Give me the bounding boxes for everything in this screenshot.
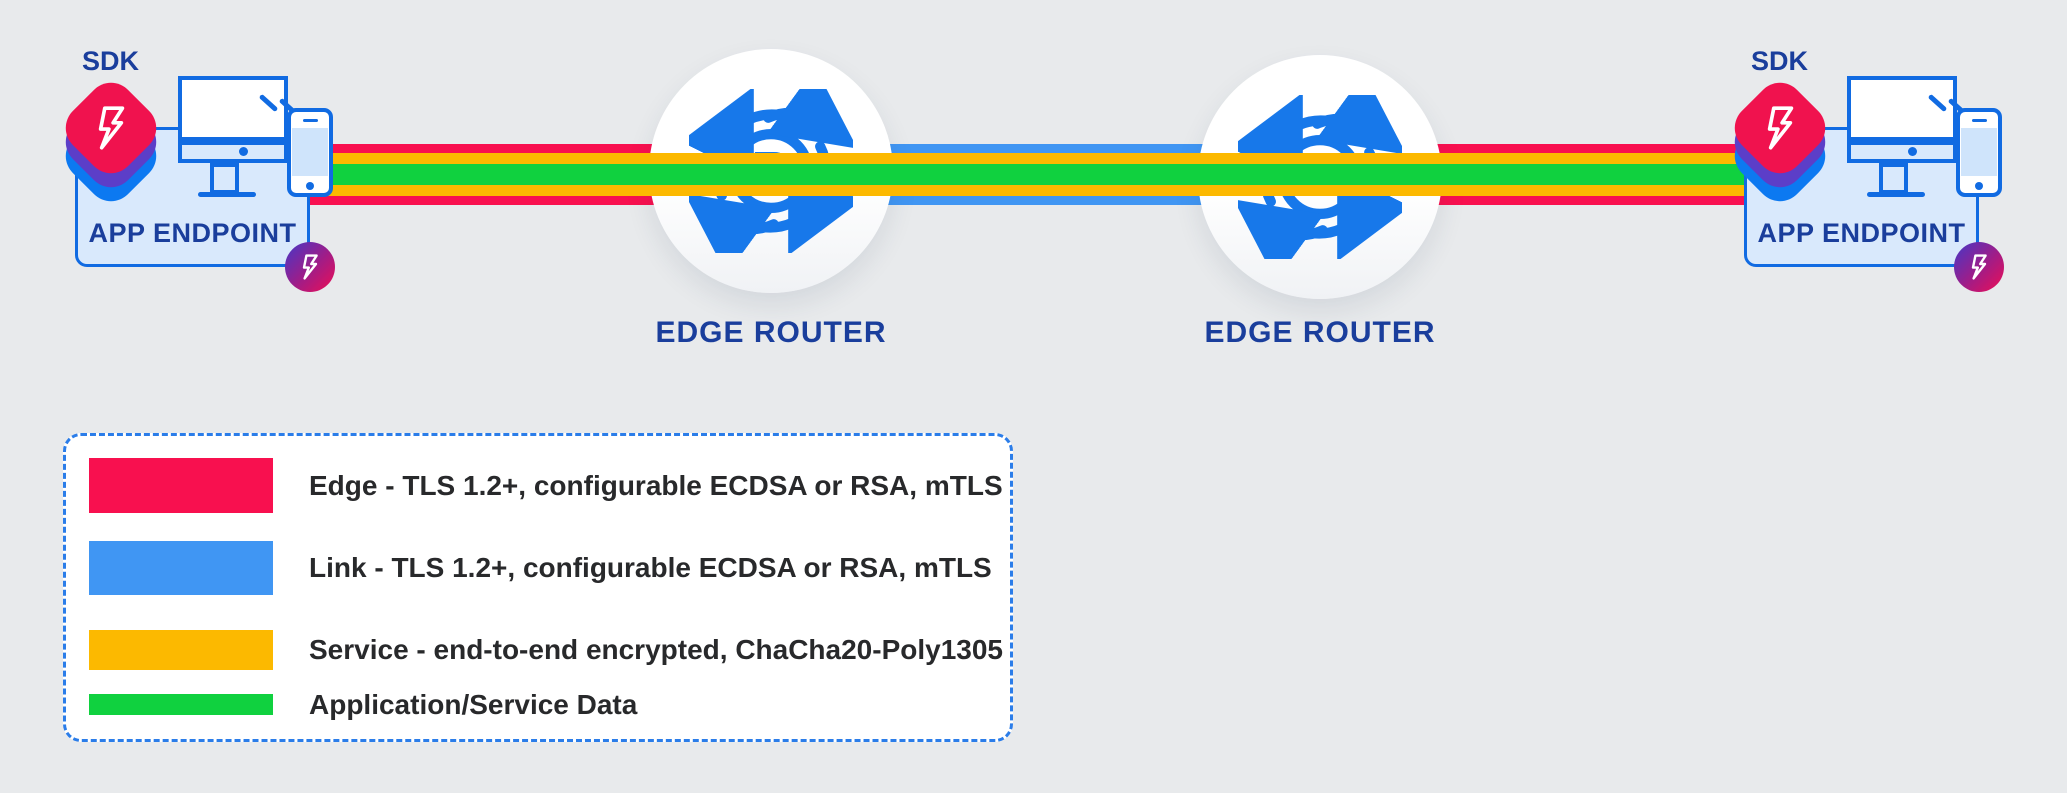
ziti-bolt-icon: [1767, 106, 1794, 150]
edge-stripe-left-top: [310, 144, 775, 153]
service-stripe-bottom: [310, 185, 1746, 196]
edge-color-swatch: [89, 458, 273, 513]
legend-label: Edge - TLS 1.2+, configurable ECDSA or R…: [309, 469, 1003, 501]
link-stripe-bottom: [775, 196, 1320, 205]
router-label: EDGE ROUTER: [1204, 316, 1436, 349]
edge-stripe-right-top: [1320, 144, 1746, 153]
ziti-bolt-icon: [1971, 254, 1987, 280]
sdk-layer-red: [1724, 72, 1836, 184]
ziti-bolt-icon: [302, 254, 318, 280]
monitor-bezel: [1847, 141, 1957, 163]
edge-stripe-left-bottom: [310, 196, 775, 205]
phone-home-button: [306, 182, 314, 190]
legend-row-service: Service - end-to-end encrypted, ChaCha20…: [89, 630, 1003, 670]
monitor-stand: [1879, 163, 1908, 194]
data-stripe: [310, 164, 1746, 185]
legend-label: Application/Service Data: [309, 688, 638, 720]
edge-router-left: R EDGE ROUTER: [649, 49, 893, 349]
legend-row-link: Link - TLS 1.2+, configurable ECDSA or R…: [89, 541, 992, 595]
ziti-bolt-icon: [98, 106, 125, 150]
sdk-label: SDK: [82, 46, 140, 76]
app-endpoint-label: APP ENDPOINT: [1757, 218, 1966, 248]
legend-label: Service - end-to-end encrypted, ChaCha20…: [309, 634, 1003, 665]
ziti-badge-icon: [1954, 242, 2004, 292]
monitor-base: [1867, 192, 1925, 197]
link-stripe-top: [775, 144, 1320, 153]
edge-stripe-right-bottom: [1320, 196, 1746, 205]
link-color-swatch: [89, 541, 273, 595]
legend-label: Link - TLS 1.2+, configurable ECDSA or R…: [309, 552, 992, 583]
monitor-bezel: [178, 141, 288, 163]
legend-row-edge: Edge - TLS 1.2+, configurable ECDSA or R…: [89, 458, 1003, 513]
sdk-layer-red: [55, 72, 167, 184]
service-color-swatch: [89, 630, 273, 670]
sdk-label: SDK: [1751, 46, 1809, 76]
app-endpoint-left: SDK APP ENDPOINT: [55, 40, 358, 300]
app-endpoint-right: SDK APP ENDPOINT: [1724, 40, 2027, 300]
ziti-badge-icon: [285, 242, 335, 292]
phone-icon: [287, 108, 333, 197]
legend-row-data: Application/Service Data: [89, 689, 637, 720]
monitor-stand: [210, 163, 239, 194]
router-label: EDGE ROUTER: [655, 316, 887, 349]
legend-box: Edge - TLS 1.2+, configurable ECDSA or R…: [63, 433, 1013, 742]
phone-screen: [292, 128, 328, 176]
data-color-swatch: [89, 694, 273, 715]
phone-icon: [1956, 108, 2002, 197]
monitor-camera-dot: [1908, 147, 1917, 156]
app-endpoint-label: APP ENDPOINT: [88, 218, 297, 248]
monitor-camera-dot: [239, 147, 248, 156]
edge-router-right: R EDGE ROUTER: [1198, 55, 1442, 355]
phone-speaker: [1972, 119, 1987, 122]
service-stripe-top: [310, 153, 1746, 164]
phone-screen: [1961, 128, 1997, 176]
monitor-icon: [1847, 76, 1957, 141]
phone-home-button: [1975, 182, 1983, 190]
phone-speaker: [303, 119, 318, 122]
monitor-base: [198, 192, 256, 197]
